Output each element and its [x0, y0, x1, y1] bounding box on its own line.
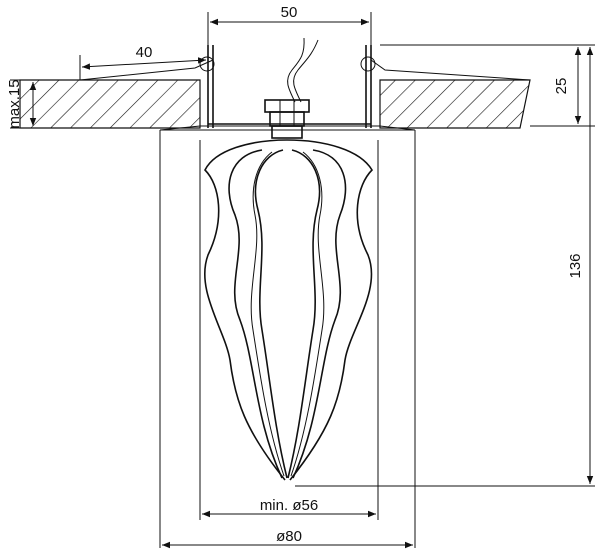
- dim-label-max-ceiling: max.15: [6, 79, 23, 128]
- dim-label-outer-diameter: ø80: [276, 528, 302, 545]
- dim-label-height: 136: [567, 253, 584, 278]
- dim-label-min-diameter: min. ø56: [260, 497, 318, 514]
- extension-lines: [10, 12, 595, 548]
- ceiling-left: [19, 79, 201, 129]
- dim-label-spring-span: 40: [136, 44, 153, 61]
- ceiling-right: [379, 79, 531, 129]
- housing: [79, 45, 531, 131]
- dim-label-top-width: 50: [281, 4, 298, 21]
- dim-label-ceiling-thickness: 25: [553, 78, 570, 95]
- flame-shade: [203, 139, 374, 481]
- connector: [264, 37, 319, 139]
- dimension-lines: [29, 18, 594, 549]
